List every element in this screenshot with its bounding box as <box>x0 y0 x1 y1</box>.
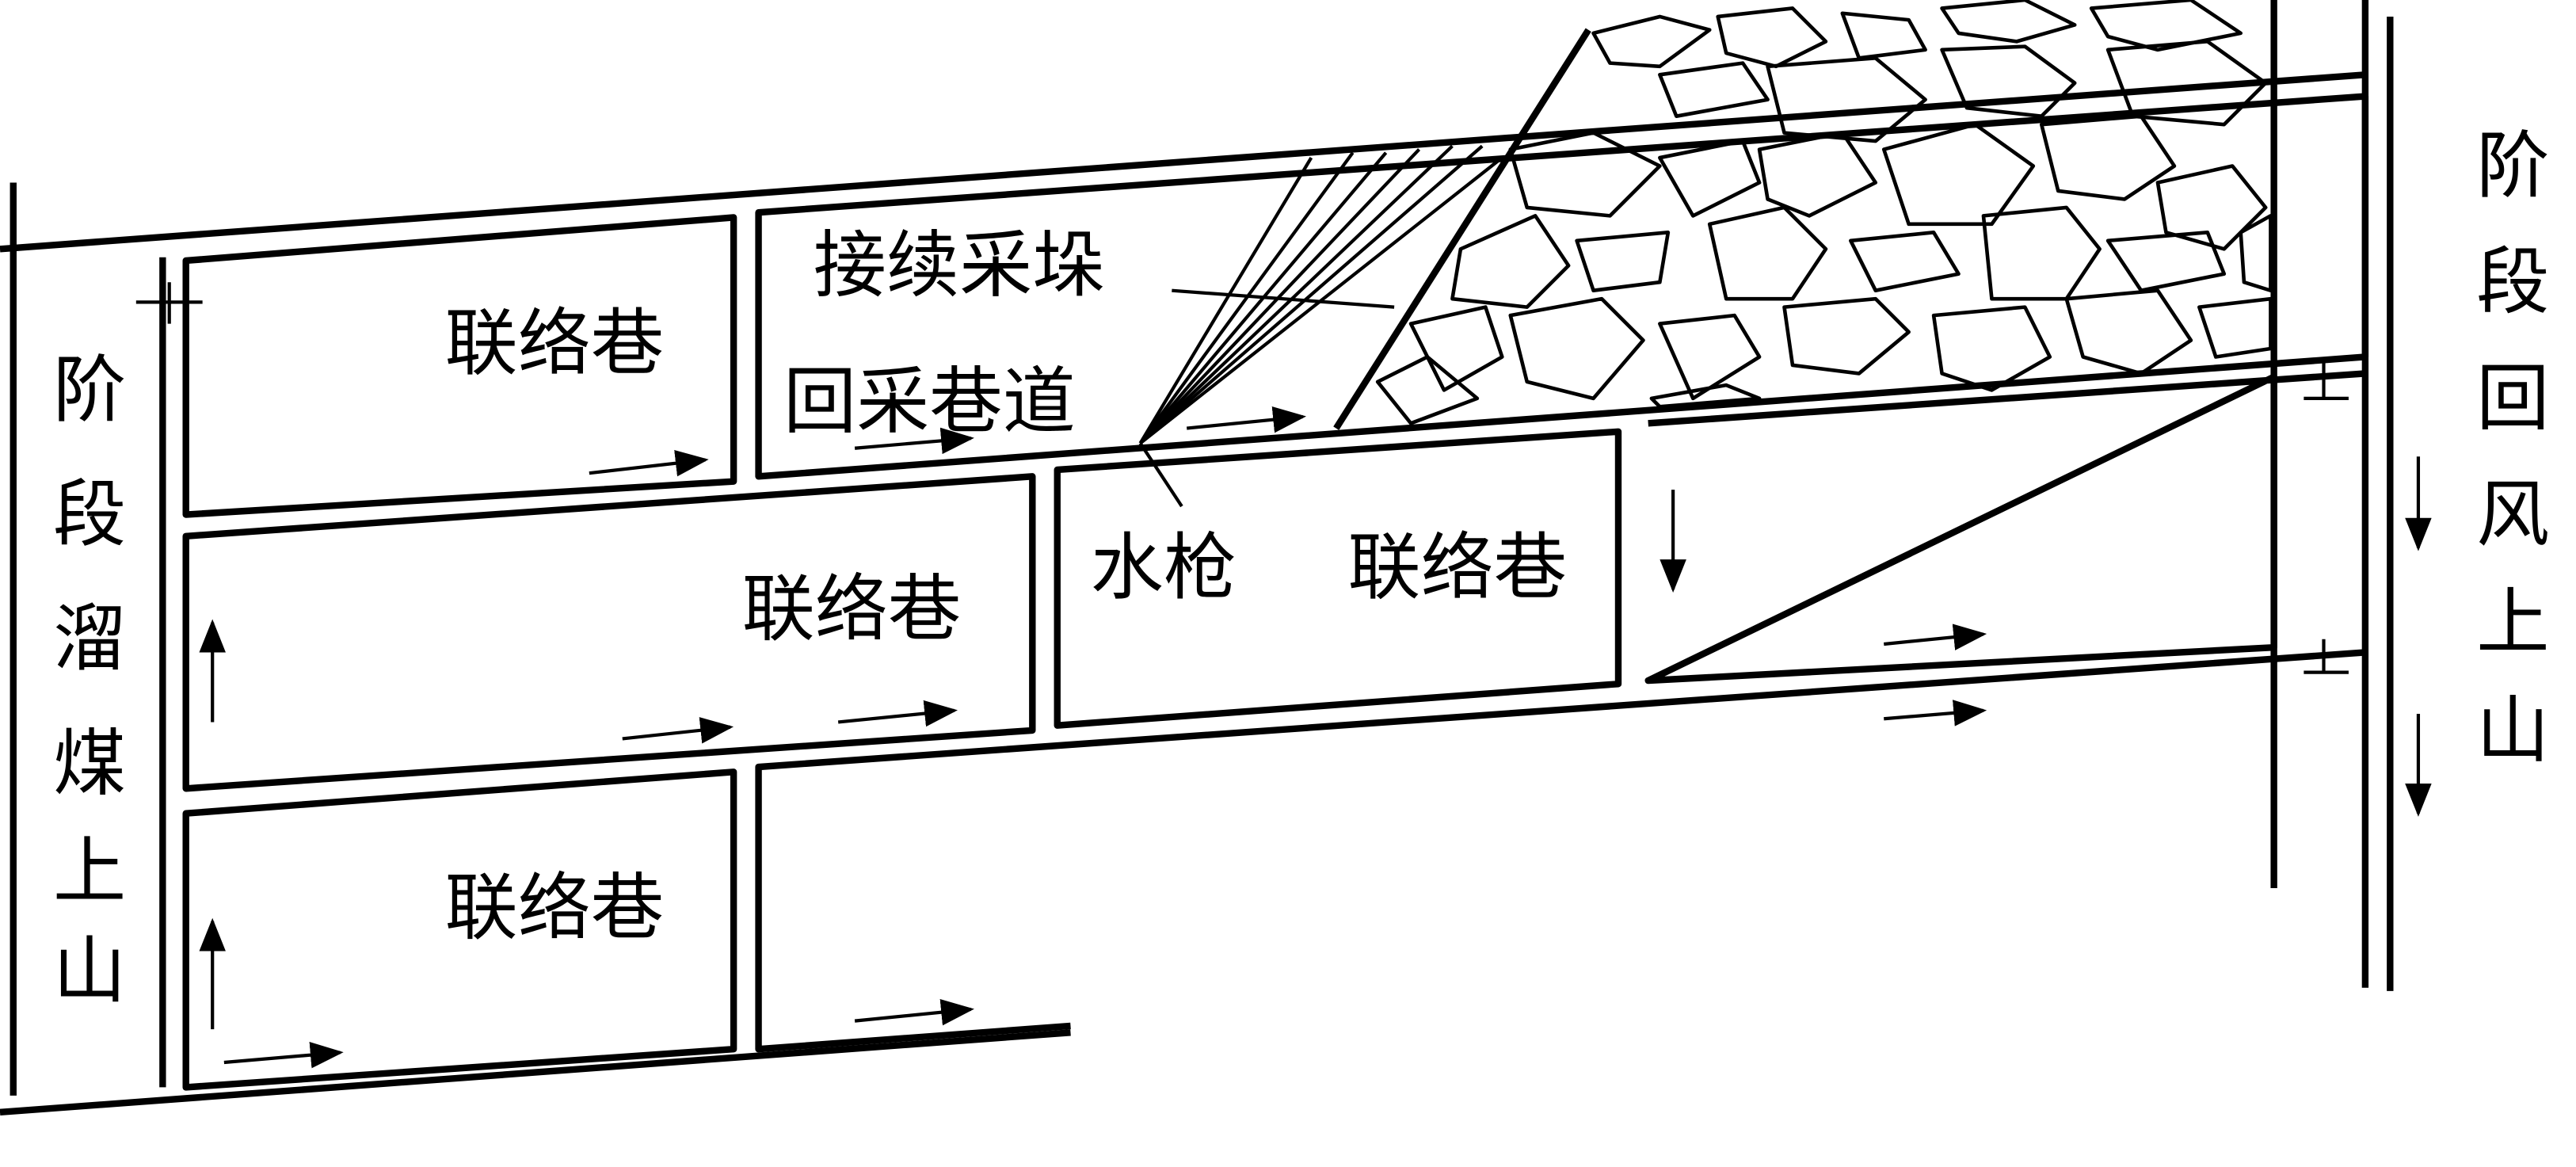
label-char: 溜 <box>53 596 126 681</box>
label-char: 段 <box>2476 239 2549 325</box>
label-char: 上 <box>2476 579 2549 665</box>
label-char: 阶 <box>53 347 126 433</box>
top-roadway <box>0 71 2366 253</box>
left-shaft-label: 阶 段 溜 煤 上 山 <box>53 347 126 1013</box>
caving-line <box>1333 28 1591 430</box>
label-char: 风 <box>2476 471 2549 557</box>
water-jet-fan <box>1138 144 1503 445</box>
label-char: 回 <box>2476 355 2549 440</box>
goaf-rocks <box>1375 0 2273 425</box>
label-char: 上 <box>53 828 126 913</box>
continuation-block-label: 接续采垛 <box>814 223 1106 308</box>
airflow-arrows <box>199 406 2432 1069</box>
label-char: 山 <box>53 928 126 1013</box>
water-gun-label: 水枪 <box>1091 524 1237 610</box>
label-char: 阶 <box>2476 123 2549 208</box>
label-char: 段 <box>53 471 126 557</box>
right-shaft-label: 阶 段 回 风 上 山 <box>2476 123 2549 772</box>
connection-roadway-label: 联络巷 <box>445 865 665 951</box>
mining-roadway-label: 回采巷道 <box>783 358 1076 444</box>
label-char: 煤 <box>53 720 126 806</box>
label-char: 山 <box>2476 687 2549 772</box>
pillar-blocks <box>182 93 2369 1091</box>
connection-roadway-label: 联络巷 <box>445 300 665 386</box>
leader-lines <box>1138 288 1395 508</box>
connection-roadway-label: 联络巷 <box>1347 524 1567 610</box>
right-shaft <box>2270 0 2394 991</box>
connection-roadway-label: 联络巷 <box>742 566 962 651</box>
left-shaft <box>10 182 166 1096</box>
regulator-symbols <box>135 282 2349 674</box>
bottom-roadway <box>0 1029 1071 1116</box>
